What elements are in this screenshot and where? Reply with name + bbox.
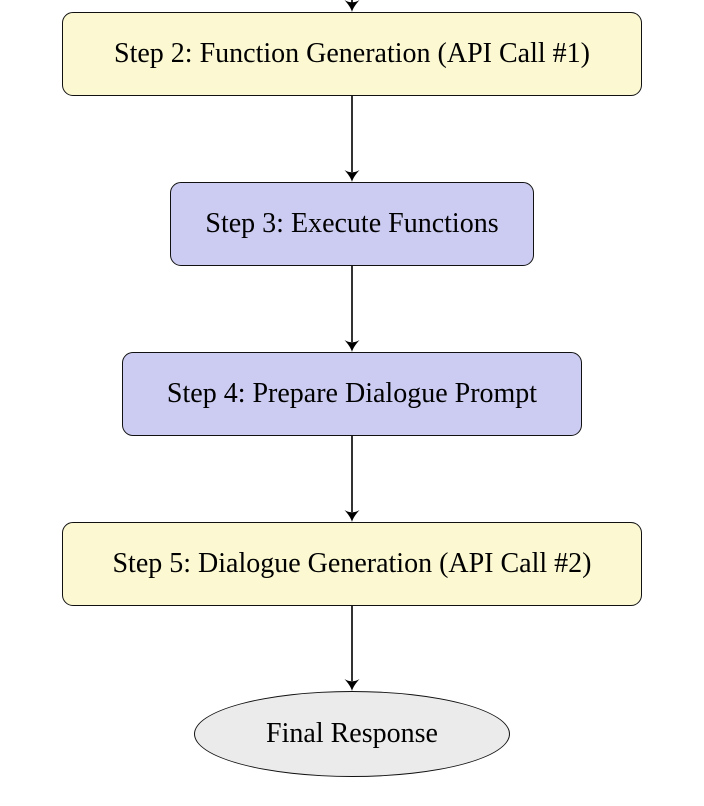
node-label: Step 4: Prepare Dialogue Prompt (166, 378, 538, 409)
node-label: Final Response (266, 718, 438, 749)
node-final-response: Final Response (194, 691, 510, 777)
node-label: Step 3: Execute Functions (205, 208, 499, 239)
node-step-4-prepare-dialogue-prompt: Step 4: Prepare Dialogue Prompt (122, 352, 582, 436)
flow-arrow-down-icon (344, 266, 360, 352)
flow-arrow-down-icon (344, 0, 360, 12)
flow-arrow-down-icon (344, 606, 360, 691)
node-step-3-execute-functions: Step 3: Execute Functions (170, 182, 534, 266)
node-label: Step 2: Function Generation (API Call #1… (114, 38, 590, 69)
flow-arrow-down-icon (344, 96, 360, 182)
node-label: Step 5: Dialogue Generation (API Call #2… (112, 548, 592, 579)
flow-arrow-down-icon (344, 436, 360, 522)
node-step-2-function-generation: Step 2: Function Generation (API Call #1… (62, 12, 642, 96)
node-step-5-dialogue-generation: Step 5: Dialogue Generation (API Call #2… (62, 522, 642, 606)
